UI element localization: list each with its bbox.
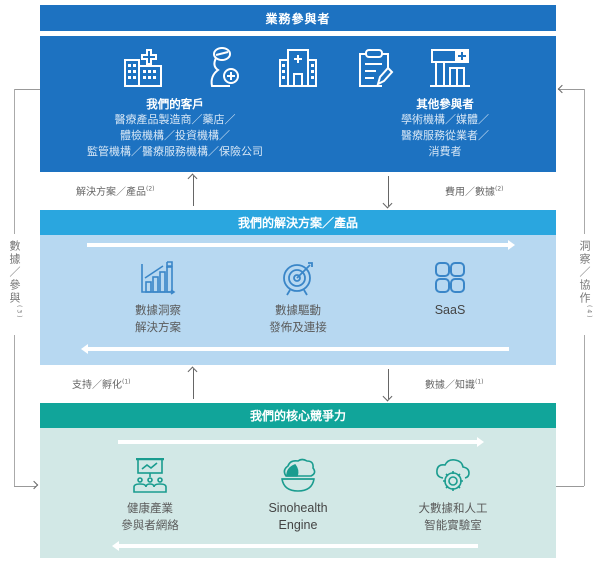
hospital-building-icon <box>122 46 166 88</box>
flow-left-arrow <box>112 541 478 551</box>
core-label-line1: Sinohealth <box>268 501 328 515</box>
left-side-label: 數據／參與(3) <box>8 240 23 320</box>
solutions-header: 我們的解決方案／產品 <box>40 210 556 235</box>
core-item: 大數據和人工 智能實驗室 <box>393 458 513 534</box>
bar-chart-growth-icon <box>138 260 178 296</box>
solutions-panel: 數據洞察 解決方案 數據驅動 發佈及連接 SaaS <box>40 235 556 365</box>
brain-bowl-engine-icon <box>278 458 318 494</box>
pharmacy-store-icon <box>428 46 472 88</box>
flow-right-arrow <box>87 240 515 250</box>
solutions-products-flow-label: 解決方案／產品(2) <box>76 185 155 198</box>
other-participants-line: 學術機構／媒體／ <box>401 113 489 126</box>
other-participants-line: 消費者 <box>428 145 462 158</box>
solution-item: 數據洞察 解決方案 <box>98 260 218 336</box>
target-dart-icon <box>278 260 318 296</box>
core-label-line1: 大數據和人工 <box>418 501 488 515</box>
solution-item: SaaS <box>390 260 510 319</box>
flow-left-arrow <box>81 344 509 354</box>
support-incubation-flow-label: 支持／孵化(1) <box>72 378 131 391</box>
presentation-audience-icon <box>130 457 170 494</box>
left-loop-bottom-line <box>14 486 36 487</box>
right-loop-bottom-line <box>556 486 584 487</box>
core-competency-panel: 健康產業 參與者網絡 Sinohealth Engine 大數據和人工 智能實驗… <box>40 428 556 558</box>
customers-title: 我們的客戶 <box>146 97 204 111</box>
cloud-gear-icon <box>433 458 473 494</box>
other-participants-title: 其他參與者 <box>416 97 474 111</box>
core-competency-header: 我們的核心競爭力 <box>40 403 556 428</box>
core-label-line2: 智能實驗室 <box>424 518 482 532</box>
pregnant-patient-icon <box>202 46 246 88</box>
left-loop-line-lower <box>14 335 15 486</box>
medical-building-icon <box>276 46 320 88</box>
participant-icons <box>40 46 556 88</box>
up-arrow-icon <box>193 369 194 399</box>
fees-data-flow-label: 費用／數據(2) <box>445 185 504 198</box>
right-loop-top-line <box>558 89 584 90</box>
up-arrow-icon <box>193 176 194 206</box>
customers-line: 體檢機構／投資機構／ <box>120 129 230 142</box>
flow-right-arrow <box>118 437 484 447</box>
right-loop-line-lower <box>584 335 585 486</box>
customers-group: 我們的客戶 醫療產品製造商／藥店／ 體檢機構／投資機構／ 監管機構／醫療服務機構… <box>50 96 300 160</box>
core-item: 健康產業 參與者網絡 <box>90 457 210 534</box>
other-participants-line: 醫療服務從業者／ <box>401 129 489 142</box>
core-item: Sinohealth Engine <box>238 458 358 534</box>
four-squares-grid-icon <box>430 260 470 296</box>
right-loop-line-upper <box>584 89 585 234</box>
solution-label-line1: 數據驅動 <box>275 303 321 317</box>
solution-label-line1: 數據洞察 <box>135 303 181 317</box>
clipboard-pen-icon <box>352 46 396 88</box>
solution-label-line2: 解決方案 <box>135 320 181 334</box>
right-loop-arrow-icon <box>557 84 567 94</box>
left-loop-top-line <box>14 89 40 90</box>
down-arrow-icon <box>388 176 389 206</box>
down-arrow-icon <box>388 369 389 399</box>
core-label-line2: 參與者網絡 <box>121 518 179 532</box>
other-participants-group: 其他參與者 學術機構／媒體／ 醫療服務從業者／ 消費者 <box>370 96 520 160</box>
customers-line: 監管機構／醫療服務機構／保險公司 <box>87 145 263 158</box>
participants-panel: 我們的客戶 醫療產品製造商／藥店／ 體檢機構／投資機構／ 監管機構／醫療服務機構… <box>40 36 556 172</box>
core-label-line1: 健康產業 <box>127 501 173 515</box>
left-loop-arrow-icon <box>29 480 39 490</box>
solution-item: 數據驅動 發佈及連接 <box>238 260 358 336</box>
left-loop-line-upper <box>14 89 15 234</box>
data-knowledge-flow-label: 數據／知識(1) <box>425 378 484 391</box>
business-participants-header: 業務參與者 <box>40 5 556 31</box>
solution-label-line1: SaaS <box>434 303 466 317</box>
right-side-label: 洞察／協作(4) <box>578 240 593 320</box>
customers-line: 醫療產品製造商／藥店／ <box>114 113 236 126</box>
solution-label-line2: 發佈及連接 <box>269 320 327 334</box>
core-label-line2: Engine <box>278 518 318 532</box>
